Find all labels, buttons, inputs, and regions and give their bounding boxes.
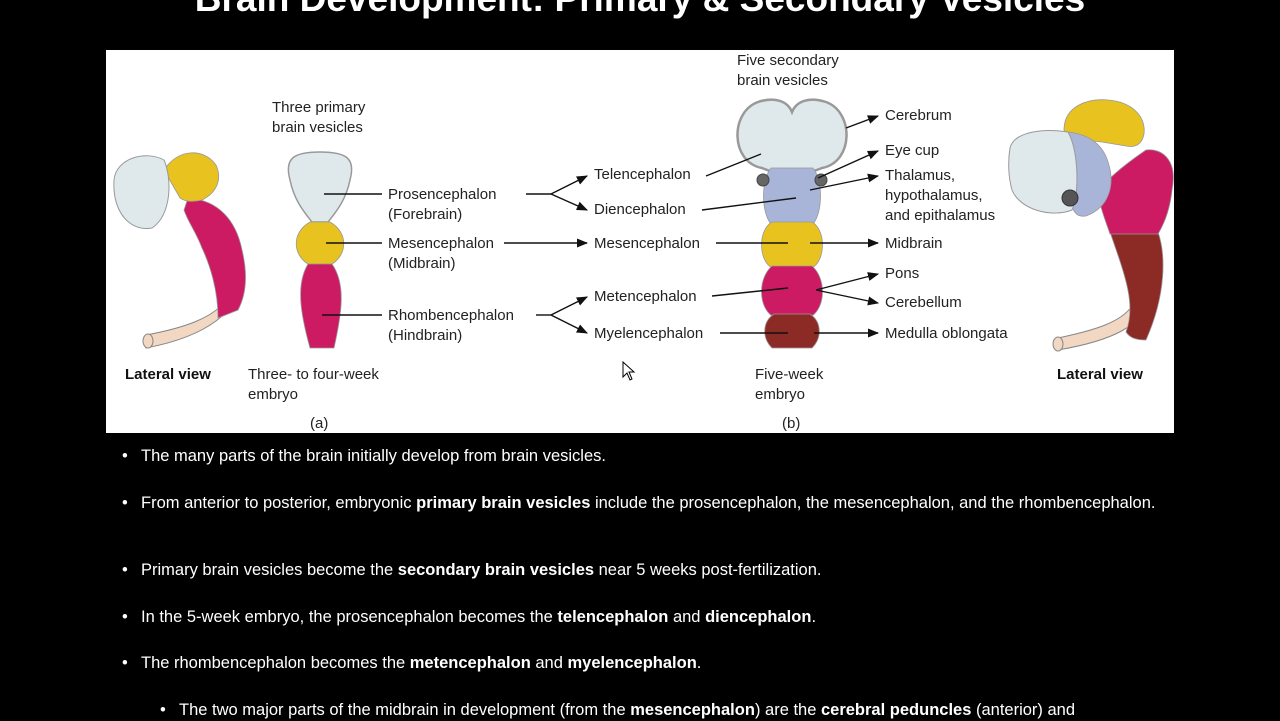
mouse-cursor-icon xyxy=(622,361,636,381)
cerebellum-label: Cerebellum xyxy=(885,294,962,311)
bold-term: diencephalon xyxy=(705,608,812,626)
prosencephalon-label: Prosencephalon xyxy=(388,186,496,203)
cerebrum-label: Cerebrum xyxy=(885,107,952,124)
bold-term: secondary brain vesicles xyxy=(397,561,595,579)
text-segment: . xyxy=(811,608,817,626)
bullet-text: The rhombencephalon becomes the metencep… xyxy=(141,653,1160,674)
bullet-item: • From anterior to posterior, embryonic … xyxy=(122,493,1160,514)
caption-a-line2: embryo xyxy=(248,386,298,403)
primary-heading-line1: Three primary xyxy=(272,99,366,116)
text-segment: near 5 weeks post-fertilization. xyxy=(594,561,822,579)
text-segment: and xyxy=(668,608,706,626)
bullet-text: Primary brain vesicles become the second… xyxy=(141,560,1160,581)
lateral-view-b-label: Lateral view xyxy=(1057,366,1143,383)
lateral-view-b-drawing xyxy=(1008,99,1174,352)
secondary-heading-line2: brain vesicles xyxy=(737,72,828,89)
bold-term: metencephalon xyxy=(409,654,531,672)
bullet-dot: • xyxy=(122,608,128,626)
caption-b-line1: Five-week xyxy=(755,366,824,383)
brain-vesicles-figure: Lateral view Three primary brain vesicle… xyxy=(106,50,1174,433)
text-segment: The two major parts of the midbrain in d… xyxy=(179,701,631,719)
bullet-dot: • xyxy=(160,701,166,719)
text-segment: The rhombencephalon becomes the xyxy=(141,654,410,672)
caption-a-line1: Three- to four-week xyxy=(248,366,379,383)
text-segment: (anterior) and xyxy=(971,701,1076,719)
secondary-vesicles-drawing xyxy=(736,98,848,349)
caption-b-line2: embryo xyxy=(755,386,805,403)
midbrain-label: Midbrain xyxy=(885,235,943,252)
text-segment: include the prosencephalon, the mesencep… xyxy=(590,494,1156,512)
panel-b-letter: (b) xyxy=(782,415,800,432)
bullet-text: The two major parts of the midbrain in d… xyxy=(179,700,1160,721)
myelencephalon-label: Myelencephalon xyxy=(594,325,703,342)
medulla-oblongata-label: Medulla oblongata xyxy=(885,325,1008,342)
thalamus-label-line2: hypothalamus, xyxy=(885,187,983,204)
thalamus-label-line3: and epithalamus xyxy=(885,207,995,224)
text-segment: . xyxy=(696,654,702,672)
mesencephalon-primary-label: Mesencephalon xyxy=(388,235,494,252)
bold-term: primary brain vesicles xyxy=(416,494,591,512)
bullet-text: The many parts of the brain initially de… xyxy=(141,446,1160,467)
bullet-item: • The rhombencephalon becomes the metenc… xyxy=(122,653,1160,674)
bold-term: cerebral peduncles xyxy=(820,701,972,719)
metencephalon-label: Metencephalon xyxy=(594,288,697,305)
primary-vesicles-drawing xyxy=(287,151,353,349)
text-segment: From anterior to posterior, embryonic xyxy=(141,494,417,512)
bullet-item: • The many parts of the brain initially … xyxy=(122,446,1160,467)
pons-label: Pons xyxy=(885,265,919,282)
bold-term: mesencephalon xyxy=(630,701,755,719)
bullet-dot: • xyxy=(122,561,128,579)
bullet-text: In the 5-week embryo, the prosencephalon… xyxy=(141,607,1160,628)
thalamus-label-line1: Thalamus, xyxy=(885,167,955,184)
text-segment: The many parts of the brain initially de… xyxy=(141,447,606,465)
diencephalon-label: Diencephalon xyxy=(594,201,686,218)
primary-heading-line2: brain vesicles xyxy=(272,119,363,136)
bullet-item: • In the 5-week embryo, the prosencephal… xyxy=(122,607,1160,628)
bullet-dot: • xyxy=(122,494,128,512)
text-segment: ) are the xyxy=(754,701,821,719)
lateral-view-a-drawing xyxy=(113,152,246,349)
forebrain-label: (Forebrain) xyxy=(388,206,462,223)
bullet-dot: • xyxy=(122,447,128,465)
slide-title: Brain Development: Primary & Secondary V… xyxy=(0,0,1280,20)
bullet-text: From anterior to posterior, embryonic pr… xyxy=(141,493,1160,514)
sub-bullet-item: • The two major parts of the midbrain in… xyxy=(160,700,1160,721)
midbrain-primary-label: (Midbrain) xyxy=(388,255,456,272)
bullet-dot: • xyxy=(122,654,128,672)
eye-cup-label: Eye cup xyxy=(885,142,939,159)
telencephalon-label: Telencephalon xyxy=(594,166,691,183)
bold-term: myelencephalon xyxy=(567,654,697,672)
bullet-item: • Primary brain vesicles become the seco… xyxy=(122,560,1160,581)
secondary-heading-line1: Five secondary xyxy=(737,52,839,69)
lateral-view-a-label: Lateral view xyxy=(125,366,211,383)
text-segment: In the 5-week embryo, the prosencephalon… xyxy=(141,608,558,626)
mesencephalon-secondary-label: Mesencephalon xyxy=(594,235,700,252)
bold-term: telencephalon xyxy=(557,608,669,626)
text-segment: and xyxy=(530,654,568,672)
hindbrain-label: (Hindbrain) xyxy=(388,327,462,344)
rhombencephalon-label: Rhombencephalon xyxy=(388,307,514,324)
text-segment: Primary brain vesicles become the xyxy=(141,561,398,579)
panel-a-letter: (a) xyxy=(310,415,328,432)
